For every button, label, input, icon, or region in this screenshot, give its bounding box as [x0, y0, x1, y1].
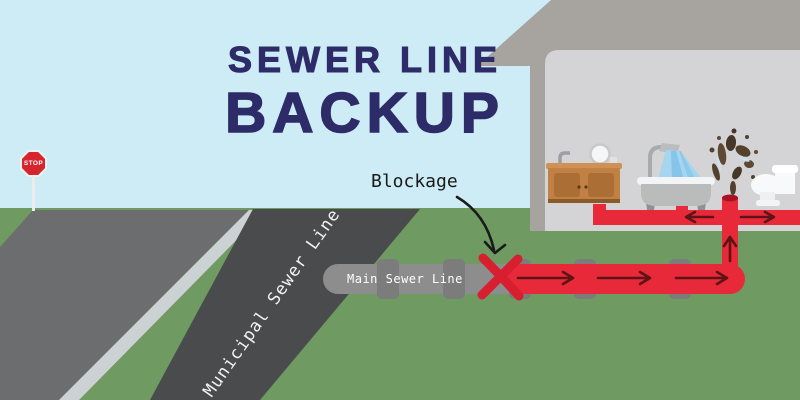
stop-sign-pole	[32, 176, 35, 211]
flow-arrow-right-1	[516, 270, 575, 286]
flow-arrow-right-2	[596, 270, 652, 286]
cup	[610, 157, 617, 166]
flow-arrow-right-3	[674, 270, 729, 286]
faucet-icon	[558, 151, 570, 166]
toilet-base	[756, 200, 780, 206]
tub-rim	[637, 177, 715, 185]
floor-drain-opening	[722, 194, 738, 202]
title-line-2: BACKUP	[224, 80, 505, 146]
blockage-arrow-icon	[455, 195, 507, 255]
blockage-x-icon	[477, 253, 524, 301]
tub-body	[641, 184, 711, 206]
toilet-tank-lid	[772, 165, 798, 173]
sink-vanity	[546, 143, 622, 203]
vanity-door-left	[554, 173, 580, 197]
blockage-label: Blockage	[371, 171, 458, 192]
bathtub-with-shower	[637, 143, 715, 210]
road-surface	[0, 210, 249, 400]
flow-arrow-up	[722, 235, 738, 263]
round-mirror	[589, 143, 611, 165]
flow-arrows	[516, 210, 776, 286]
toilet-pedestal	[760, 192, 775, 202]
sewage-splash-icon	[709, 128, 758, 195]
flow-arrow-left-tub	[684, 210, 715, 224]
stop-sign-icon: STOP	[20, 150, 47, 177]
road-curb-stripe	[59, 210, 266, 400]
stop-sign-text: STOP	[22, 152, 45, 175]
flow-arrow-right-toilet	[739, 210, 776, 224]
main-sewer-line-label: Main Sewer Line	[347, 272, 463, 286]
title-line-1: SEWER LINE	[227, 38, 502, 80]
vanity-door-right	[588, 173, 614, 197]
vanity-base-line	[548, 199, 620, 203]
vanity-counter	[546, 163, 622, 169]
toilet	[751, 165, 798, 206]
municipal-sewer-line-band	[150, 209, 420, 400]
toilet-bowl	[751, 174, 781, 196]
